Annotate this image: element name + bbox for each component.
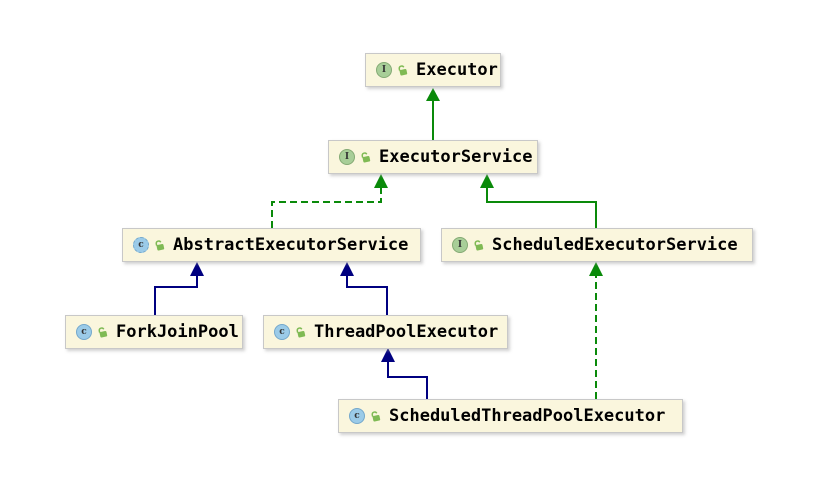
unlocked-padlock-icon: [96, 325, 109, 339]
class-name-label: ScheduledThreadPoolExecutor: [389, 406, 666, 426]
unlocked-padlock-icon: [396, 63, 409, 77]
edge-scheduledthreadpoolexecutor-to-threadpoolexecutor: [381, 348, 428, 399]
class-name-label: AbstractExecutorService: [173, 235, 409, 255]
edge-abstractexecutorservice-to-executorservice: [271, 174, 388, 228]
abstract-class-icon: c: [133, 237, 149, 253]
interface-icon: I: [452, 237, 468, 253]
class-node-fork-join-pool[interactable]: c ForkJoinPool: [65, 315, 243, 349]
unlocked-padlock-icon: [369, 409, 382, 423]
interface-icon: I: [376, 62, 392, 78]
edge-scheduledexecutorservice-to-executorservice: [480, 174, 597, 228]
class-node-executor-service[interactable]: I ExecutorService: [328, 140, 538, 174]
class-node-executor[interactable]: I Executor: [365, 53, 501, 87]
class-node-thread-pool-executor[interactable]: c ThreadPoolExecutor: [263, 315, 508, 349]
edge-scheduledthreadpoolexecutor-to-scheduledexecutorservice: [589, 262, 603, 399]
class-icon: c: [76, 324, 92, 340]
edge-threadpoolexecutor-to-abstractexecutorservice: [340, 262, 388, 315]
unlocked-padlock-icon: [359, 150, 372, 164]
class-icon: c: [349, 408, 365, 424]
class-node-scheduled-thread-pool-executor[interactable]: c ScheduledThreadPoolExecutor: [338, 399, 683, 433]
edge-executorservice-to-executor: [426, 88, 440, 140]
unlocked-padlock-icon: [472, 238, 485, 252]
class-icon: c: [274, 324, 290, 340]
class-name-label: ExecutorService: [379, 147, 533, 167]
unlocked-padlock-icon: [294, 325, 307, 339]
interface-icon: I: [339, 149, 355, 165]
class-node-scheduled-executor-service[interactable]: I ScheduledExecutorService: [441, 228, 753, 262]
class-node-abstract-executor-service[interactable]: c AbstractExecutorService: [122, 228, 421, 262]
class-name-label: Executor: [416, 60, 498, 80]
class-name-label: ThreadPoolExecutor: [314, 322, 499, 342]
edge-forkjoinpool-to-abstractexecutorservice: [154, 262, 204, 315]
class-name-label: ScheduledExecutorService: [492, 235, 738, 255]
class-name-label: ForkJoinPool: [116, 322, 239, 342]
unlocked-padlock-icon: [153, 238, 166, 252]
